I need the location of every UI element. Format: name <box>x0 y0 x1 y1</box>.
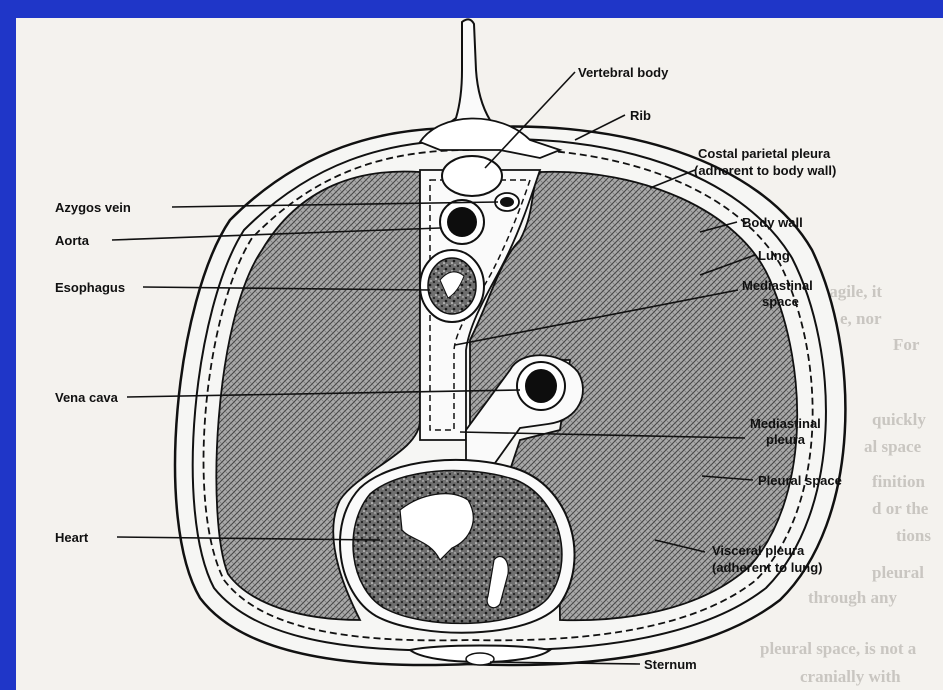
spinous-process <box>440 19 510 134</box>
vena-cava-lumen <box>525 369 557 403</box>
label-mediastinal-pleura-2: pleura <box>766 432 806 447</box>
label-sternum: Sternum <box>644 657 697 672</box>
svg-text:d or the: d or the <box>872 499 929 518</box>
label-vertebral-body: Vertebral body <box>578 65 669 80</box>
label-costal-pleura: Costal parietal pleura <box>698 146 831 161</box>
label-costal-pleura-note: (adherent to body wall) <box>694 163 836 178</box>
label-mediastinal-space-2: space <box>762 294 799 309</box>
svg-text:cranially with: cranially with <box>800 667 901 686</box>
diagram-panel: fragile, it e, nor For quickly al space … <box>16 18 943 690</box>
aorta-lumen <box>447 207 477 237</box>
label-mediastinal-space: Mediastinal <box>742 278 813 293</box>
label-body-wall: Body wall <box>742 215 803 230</box>
label-azygos-vein: Azygos vein <box>55 200 131 215</box>
label-pleural-space: Pleural space <box>758 473 842 488</box>
label-mediastinal-pleura: Mediastinal <box>750 416 821 431</box>
heart-muscle <box>353 471 562 624</box>
label-visceral-pleura-note: (adherent to lung) <box>712 560 823 575</box>
label-visceral-pleura: Visceral pleura <box>712 543 805 558</box>
svg-text:al space: al space <box>864 437 922 456</box>
label-aorta: Aorta <box>55 233 90 248</box>
svg-text:finition: finition <box>872 472 925 491</box>
sternum-core <box>466 653 494 665</box>
label-vena-cava: Vena cava <box>55 390 119 405</box>
svg-text:For: For <box>893 335 920 354</box>
svg-text:pleural space, is not a: pleural space, is not a <box>760 639 917 658</box>
svg-text:pleural: pleural <box>872 563 924 582</box>
label-lung: Lung <box>758 248 790 263</box>
thorax-cross-section-diagram: fragile, it e, nor For quickly al space … <box>16 18 943 690</box>
label-esophagus: Esophagus <box>55 280 125 295</box>
azygos-vein-lumen <box>500 197 514 207</box>
label-heart: Heart <box>55 530 89 545</box>
svg-text:quickly: quickly <box>872 410 926 429</box>
svg-text:through any: through any <box>808 588 897 607</box>
label-rib: Rib <box>630 108 651 123</box>
svg-text:tions: tions <box>896 526 931 545</box>
vertebral-body <box>442 156 502 196</box>
svg-text:e, nor: e, nor <box>840 309 882 328</box>
